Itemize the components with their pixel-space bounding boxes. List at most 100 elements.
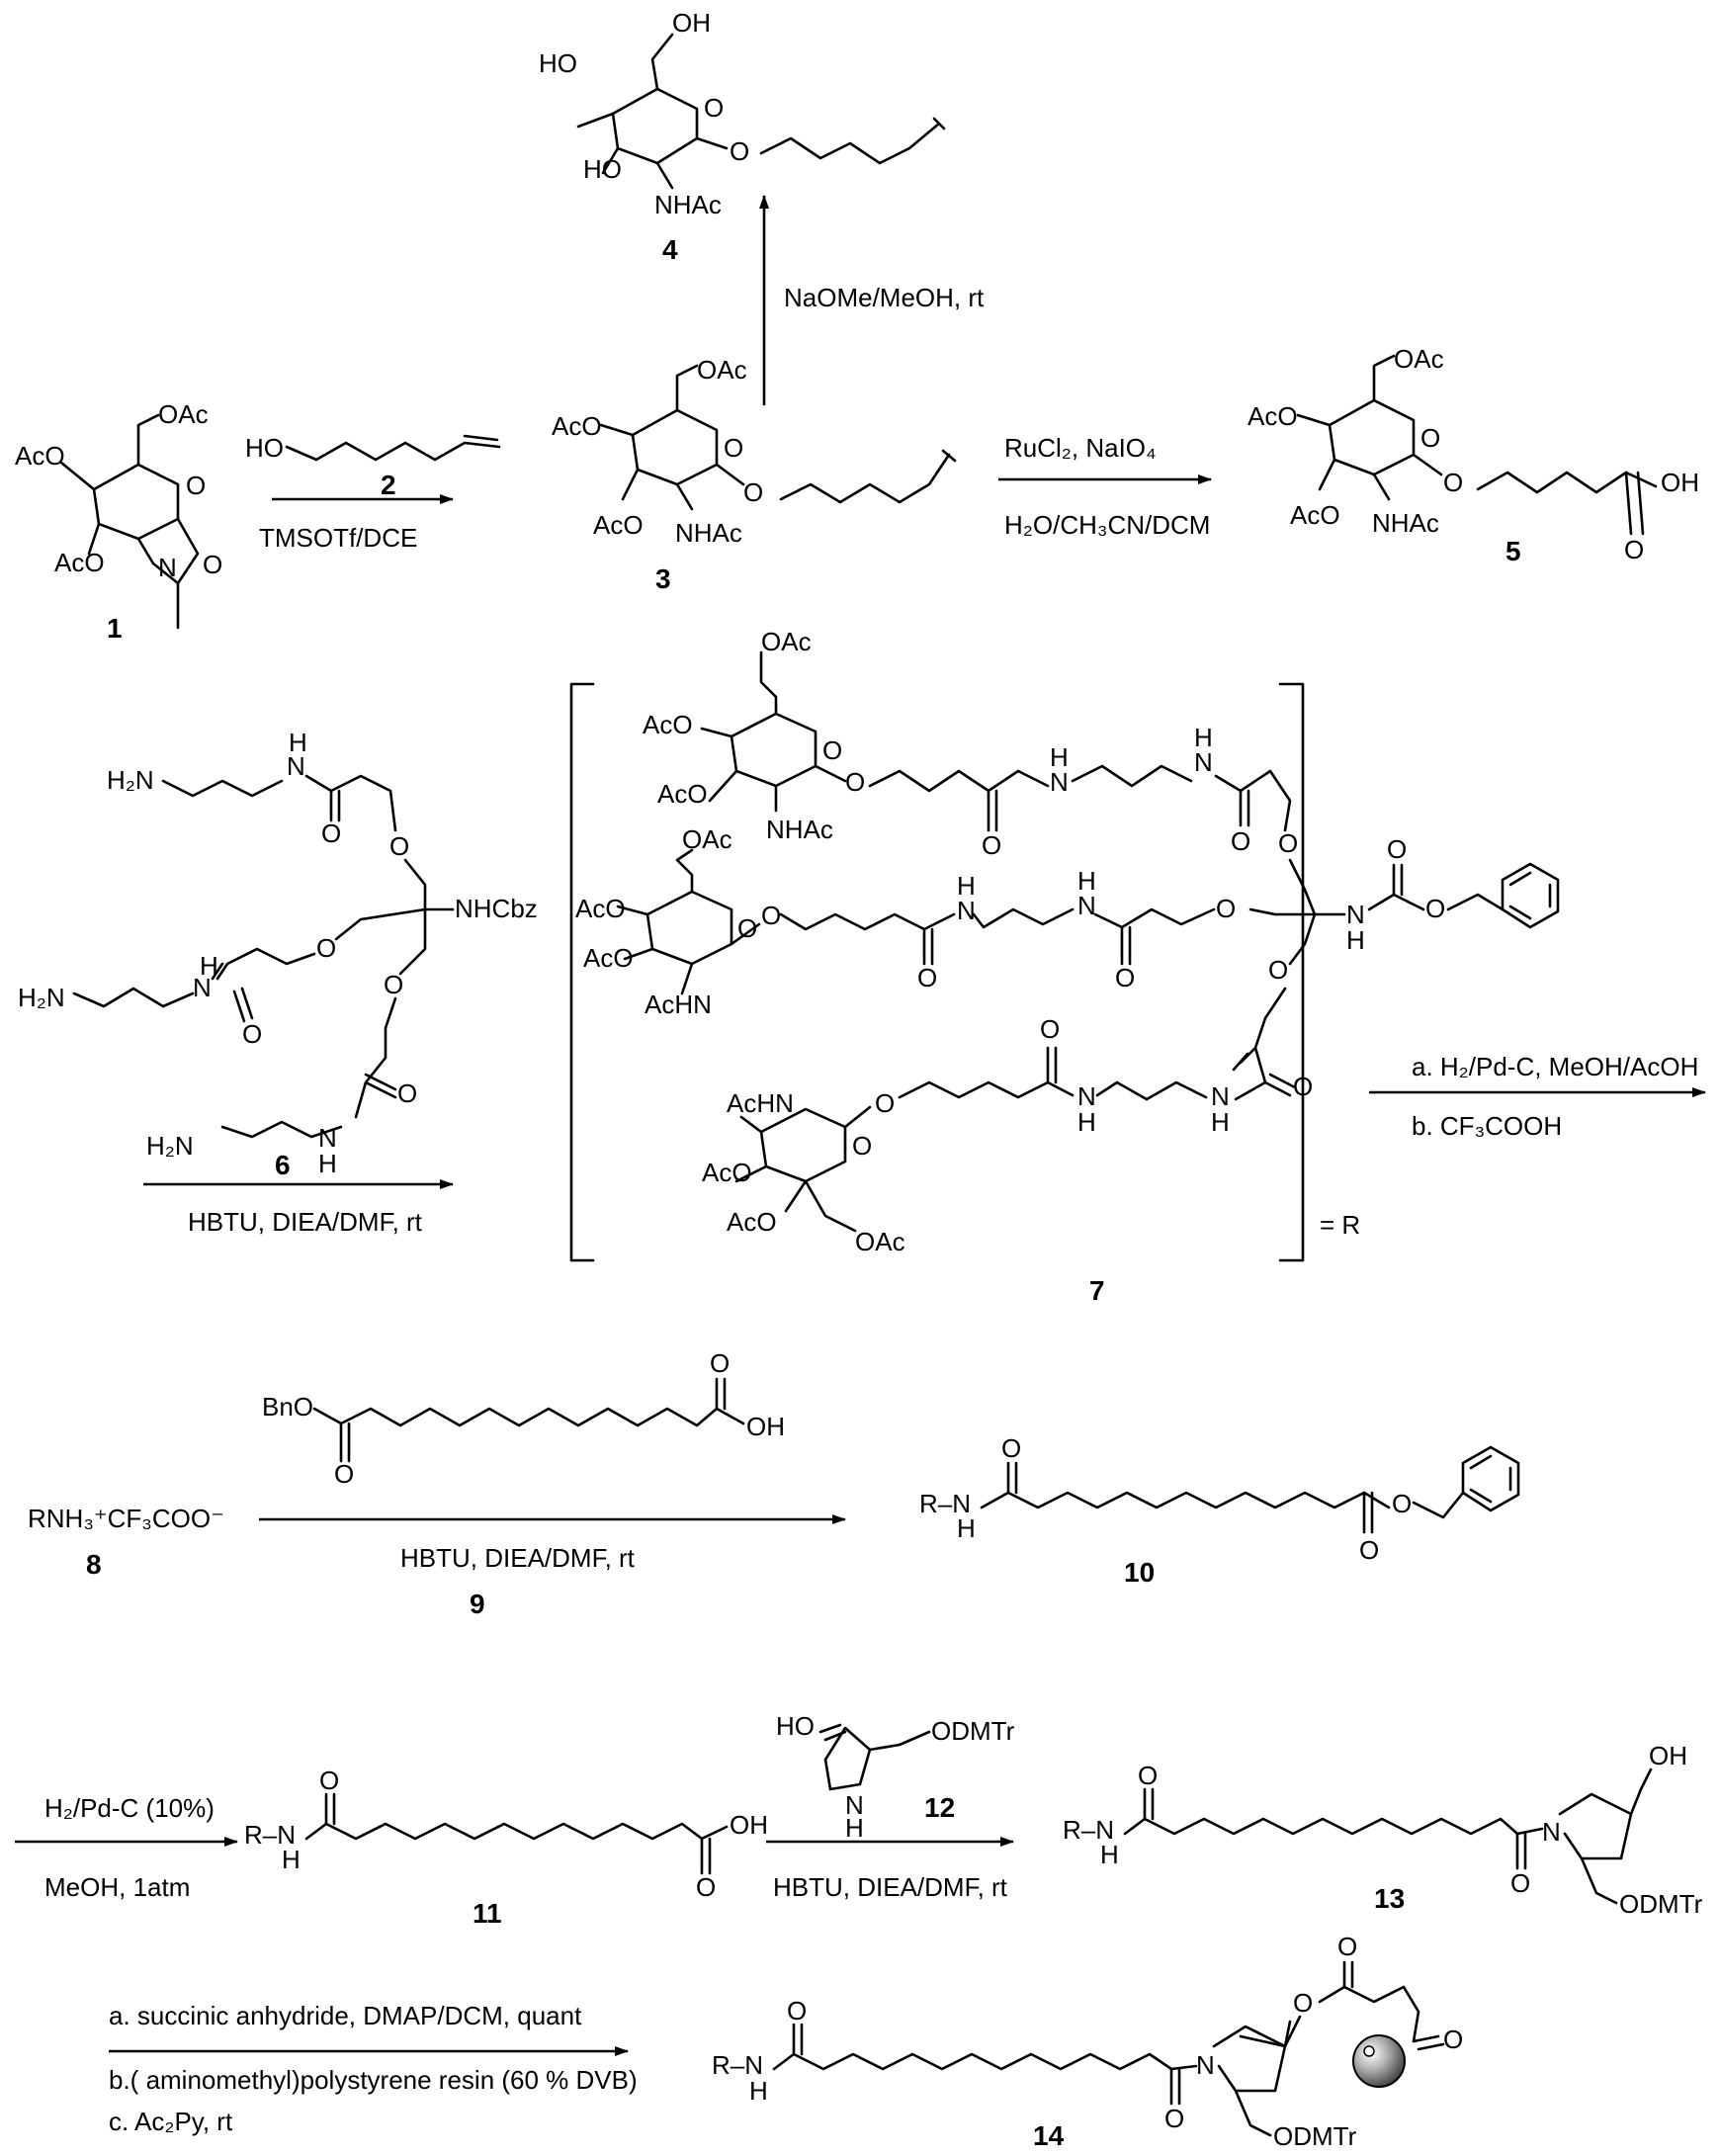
label-equals-r: = R [1320, 1210, 1360, 1240]
label-o: O [384, 970, 403, 999]
label-o: O [710, 1348, 730, 1378]
label-nhcbz: NHCbz [455, 894, 538, 923]
label-aco: AcO [727, 1207, 777, 1237]
compound-11: R–N H O O OH 11 [244, 1766, 768, 1929]
compound-number-10: 10 [1124, 1557, 1155, 1588]
label-o: O [1115, 963, 1135, 992]
label-o: O [696, 1872, 716, 1902]
label-o: O [822, 735, 842, 765]
label-n: N [193, 973, 212, 1002]
conditions-step-4: NaOMe/MeOH, rt [784, 283, 985, 312]
conditions-step-5-top: RuCl₂, NaIO₄ [1004, 433, 1157, 463]
label-n: N [1542, 1817, 1561, 1847]
compound-number-6: 6 [275, 1150, 291, 1180]
compound-number-7: 7 [1089, 1275, 1105, 1306]
label-nhac: NHAc [1372, 508, 1439, 538]
conditions-step-11-top: H₂/Pd-C (10%) [44, 1793, 215, 1823]
label-h: H [957, 871, 976, 901]
label-o: O [1420, 423, 1440, 453]
label-o: O [1216, 894, 1236, 923]
label-aco: AcO [583, 943, 634, 973]
label-o: O [242, 1019, 262, 1049]
conditions-step-11-bottom: MeOH, 1atm [44, 1872, 190, 1902]
label-oac: OAc [158, 399, 209, 429]
compound-4: OH HO O HO NHAc O 4 [539, 8, 946, 265]
resin-bead-icon [1352, 2034, 1406, 2088]
conditions-step-14-c: c. Ac₂Py, rt [109, 2107, 233, 2136]
label-h2n: H₂N [18, 983, 65, 1012]
label-o: O [1231, 826, 1250, 856]
conditions-step-13: HBTU, DIEA/DMF, rt [773, 1872, 1008, 1902]
label-o: O [704, 93, 724, 123]
label-n: N [287, 751, 305, 781]
label-o: O [1624, 535, 1644, 564]
label-o: O [1040, 1014, 1060, 1044]
conditions-step-14-b: b.( aminomethyl)polystyrene resin (60 % … [109, 2065, 638, 2095]
label-oh: OH [1649, 1741, 1687, 1770]
label-aco: AcO [1290, 500, 1340, 530]
label-h: H [1077, 866, 1096, 896]
compound-number-8: 8 [86, 1549, 102, 1580]
label-o: O [1293, 1072, 1313, 1101]
label-r-n: R–N [712, 2050, 763, 2080]
label-o: O [316, 933, 336, 963]
label-o: O [397, 1078, 417, 1108]
compound-1: OAc AcO O AcO N O 1 [15, 399, 222, 644]
bead-highlight [1363, 2045, 1375, 2057]
label-o: O [203, 550, 222, 579]
label-n: N [318, 1123, 337, 1153]
compound-7: OAc AcO O AcO NHAc O O N H N H O O N H O… [569, 627, 1560, 1306]
label-o: O [321, 819, 341, 848]
label-o: O [737, 913, 757, 943]
conditions-step-8-b: b. CF₃COOH [1412, 1111, 1562, 1141]
label-odmtr: ODMTr [1273, 2121, 1357, 2151]
label-n: N [1077, 1081, 1096, 1111]
compound-number-2: 2 [381, 470, 396, 500]
label-o: O [1510, 1868, 1530, 1898]
label-aco: AcO [1247, 401, 1298, 431]
label-aco: AcO [552, 411, 602, 441]
label-aco: AcO [702, 1158, 752, 1187]
label-oh: OH [672, 8, 711, 38]
conditions-step-3: TMSOTf/DCE [259, 523, 417, 553]
label-h2n: H₂N [146, 1131, 194, 1161]
label-n: N [1196, 2050, 1215, 2080]
compound-number-11: 11 [473, 1898, 502, 1929]
compound-number-1: 1 [107, 613, 123, 644]
label-oac: OAc [761, 627, 812, 656]
label-aco: AcO [575, 894, 626, 923]
label-ho: HO [776, 1711, 815, 1741]
label-o: O [1359, 1535, 1379, 1565]
label-o: O [1425, 894, 1445, 923]
label-o: O [787, 1996, 807, 2026]
compound-3: OAc AcO O AcO NHAc O 3 [552, 355, 957, 594]
label-o: O [1164, 2104, 1184, 2133]
label-oac: OAc [697, 355, 747, 385]
label-h: H [1077, 1107, 1096, 1137]
label-o: O [319, 1766, 339, 1795]
label-h: H [1100, 1840, 1119, 1869]
compound-6: H₂N N H O O O NHCbz H N O H₂N O O N H H₂… [18, 728, 538, 1180]
label-oac: OAc [855, 1227, 905, 1256]
compound-number-9: 9 [470, 1589, 485, 1619]
label-h: H [1211, 1107, 1230, 1137]
label-o: O [1337, 1932, 1357, 1961]
label-aco: AcO [15, 441, 65, 471]
label-aco: AcO [643, 710, 693, 739]
label-o: O [845, 767, 865, 797]
label-o: O [724, 433, 743, 463]
compound-number-5: 5 [1505, 536, 1521, 566]
label-oac: OAc [1394, 344, 1444, 374]
label-odmtr: ODMTr [931, 1716, 1015, 1746]
reagent-9: BnO O O OH [262, 1348, 785, 1489]
compound-5: OAc AcO O AcO NHAc O OH O 5 [1247, 344, 1699, 566]
label-h: H [1050, 742, 1069, 772]
label-o: O [852, 1131, 872, 1161]
compound-number-12: 12 [924, 1792, 955, 1823]
conditions-step-8-a: a. H₂/Pd-C, MeOH/AcOH [1412, 1052, 1698, 1081]
label-o: O [761, 901, 781, 930]
label-r-n: R–N [1063, 1815, 1114, 1845]
label-o: O [875, 1088, 895, 1118]
label-oh: OH [730, 1810, 768, 1840]
compound-14: R–N H O O N ODMTr O O O 14 [712, 1932, 1463, 2151]
